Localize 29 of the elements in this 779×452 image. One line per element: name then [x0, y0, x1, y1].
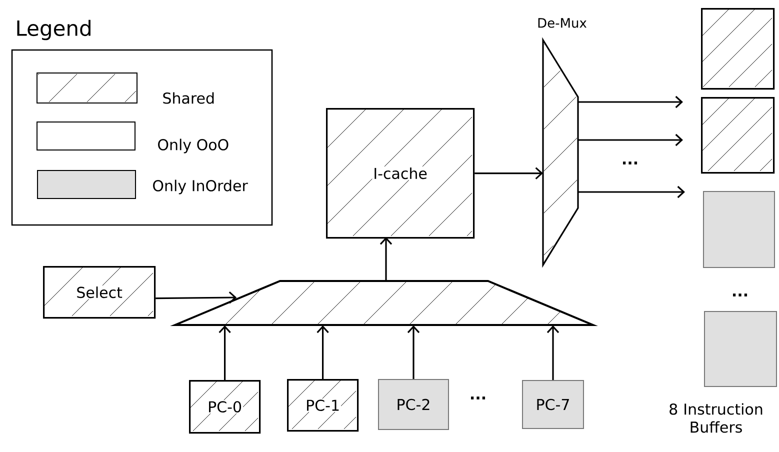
- buffer-box: [703, 191, 775, 268]
- cache-box: I-cache: [326, 108, 475, 239]
- legend-text: Only InOrder: [153, 180, 248, 194]
- arrow: [316, 325, 329, 379]
- arrow: [578, 134, 683, 146]
- legend-text: Shared: [163, 92, 214, 104]
- ellipsis: ...: [471, 396, 486, 400]
- buffer-box: [701, 8, 775, 90]
- buffer-box: [704, 311, 777, 387]
- ellipsis: ...: [623, 162, 638, 164]
- legend-title: Legend: [17, 20, 90, 40]
- pc-box: PC-2: [378, 379, 449, 430]
- arrow: [380, 237, 392, 281]
- arrow: [407, 325, 420, 379]
- pc-box: PC-1: [287, 379, 359, 432]
- buffer-box: [701, 97, 775, 174]
- legend-text: Only OoO: [158, 138, 228, 154]
- demux-label: De-Mux: [538, 18, 586, 28]
- ellipsis: ...: [733, 294, 748, 296]
- arrow: [546, 325, 560, 380]
- pc-box: PC-7: [522, 380, 584, 429]
- arrow: [156, 291, 237, 304]
- arrow: [578, 186, 685, 198]
- arrow: [218, 325, 231, 380]
- pc-box: PC-0: [189, 380, 261, 434]
- arrow: [474, 167, 543, 180]
- buffers-caption: 8 Instruction Buffers: [670, 403, 762, 433]
- select-box: Select: [43, 266, 156, 319]
- arrow: [578, 96, 683, 108]
